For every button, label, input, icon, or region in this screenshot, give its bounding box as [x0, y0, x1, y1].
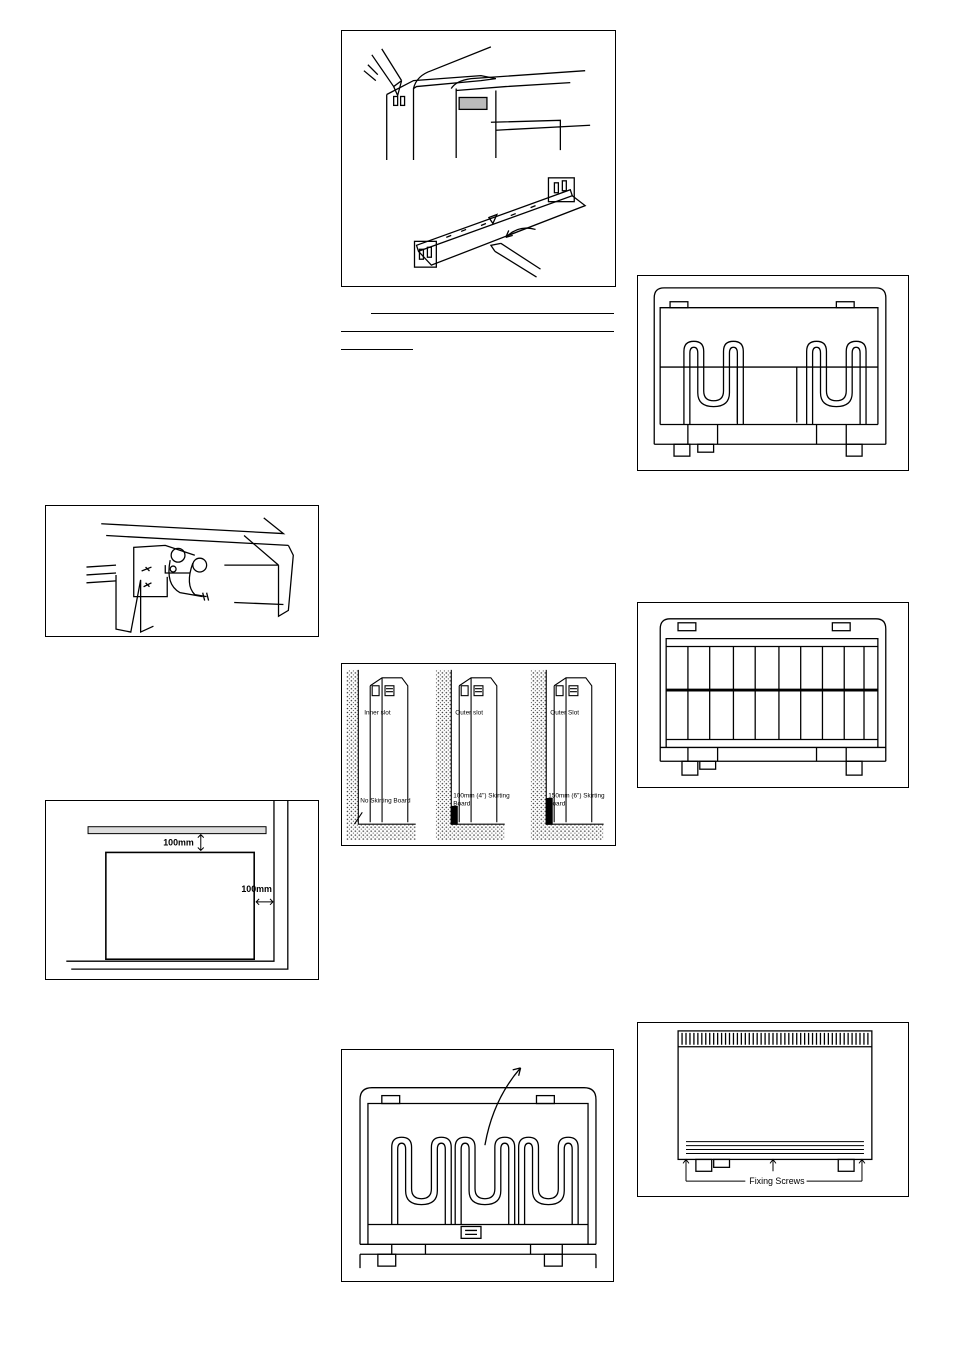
- two-elements-drawing: [638, 276, 908, 470]
- figure-wall-bracket: [341, 30, 616, 287]
- figure-three-elements: [341, 1049, 614, 1282]
- clearance-drawing: 100mm 100mm: [46, 801, 318, 979]
- panel2-slot-label: Outer slot: [455, 709, 483, 716]
- underline-3: [341, 349, 413, 350]
- panel3-board-label-2: Board: [548, 800, 566, 807]
- figure-clearance: 100mm 100mm: [45, 800, 319, 980]
- figure-skirting: Inner slot No Skirting Board Outer slot …: [341, 663, 616, 846]
- panel1-board-label: No Skirting Board: [360, 797, 411, 804]
- underline-1: [371, 313, 614, 314]
- figure-bricks: [637, 602, 909, 788]
- panel3-board-label-1: 150mm (6") Skirting: [548, 793, 605, 800]
- side-gap-label: 100mm: [241, 884, 272, 894]
- skirting-drawing: Inner slot No Skirting Board Outer slot …: [342, 664, 615, 845]
- top-gap-label: 100mm: [163, 838, 194, 848]
- three-elements-drawing: [342, 1050, 613, 1281]
- panel2-board-label-1: 100mm (4") Skirting: [453, 793, 510, 800]
- panel3-slot-label: Outer Slot: [550, 709, 579, 716]
- figure-wiring: [45, 505, 319, 637]
- underline-2: [341, 331, 614, 332]
- panel1-slot-label: Inner slot: [364, 709, 391, 716]
- wall-bracket-drawing: [342, 31, 615, 286]
- front-view-drawing: Fixing Screws: [638, 1023, 908, 1196]
- panel2-board-label-2: Board: [453, 800, 471, 807]
- fixing-screws-label: Fixing Screws: [749, 1176, 805, 1186]
- figure-front-view: Fixing Screws: [637, 1022, 909, 1197]
- wiring-drawing: [46, 506, 318, 636]
- caption-underlines: [341, 313, 616, 353]
- bricks-drawing: [638, 603, 908, 787]
- figure-two-elements: [637, 275, 909, 471]
